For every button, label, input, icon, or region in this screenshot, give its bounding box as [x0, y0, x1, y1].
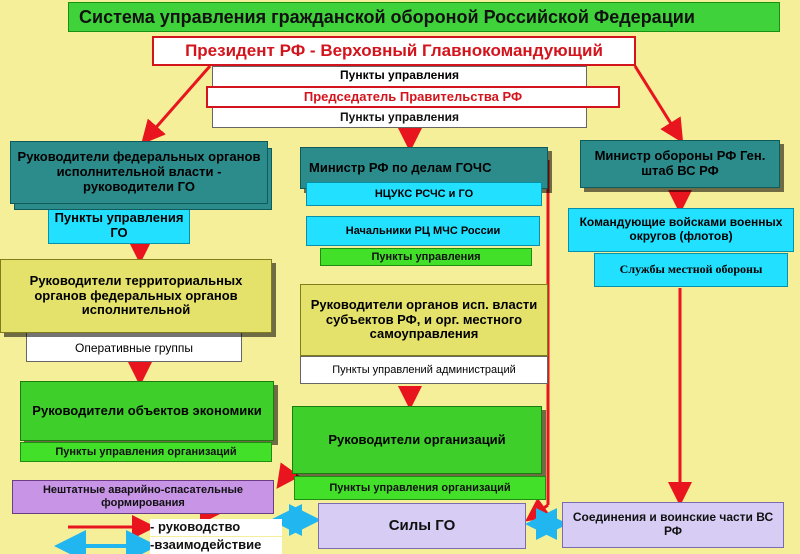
- federal-heads-box: Руководители федеральных органов исполни…: [10, 141, 268, 204]
- rescue-text: Нештатные аварийно-спасательные формиров…: [42, 484, 244, 509]
- territorial-heads-box: Руководители территориальных органов фед…: [0, 259, 272, 333]
- defense-minister-text: Министр обороны РФ Ген. штаб ВС РФ: [594, 148, 766, 178]
- rescue-box: Нештатные аварийно-спасательные формиров…: [12, 480, 274, 514]
- org-heads-box: Руководители организаций: [292, 406, 542, 474]
- chairman-text: Председатель Правительства РФ: [303, 88, 523, 104]
- forces-go-box: Силы ГО: [318, 503, 526, 549]
- title-text: Система управления гражданской обороной …: [79, 6, 695, 27]
- legend-interaction-text: -взаимодействие: [150, 537, 262, 553]
- local-defense-box: Службы местной обороны: [594, 253, 788, 287]
- military-units-box: Соединения и воинские части ВС РФ: [562, 502, 784, 548]
- mchs-minister-text: Министр РФ по делам ГОЧС: [309, 159, 492, 175]
- forces-go-text: Силы ГО: [388, 517, 456, 535]
- local-defense-text: Службы местной обороны: [619, 262, 763, 277]
- territorial-heads-text: Руководители территориальных органов фед…: [29, 272, 243, 318]
- pu-org-left-box: Пункты управления организаций: [20, 442, 272, 462]
- pu-org-mid-text: Пункты управления организаций: [329, 481, 511, 494]
- op-groups-box: Оперативные группы: [26, 330, 242, 362]
- district-commanders-text: Командующие войсками военных округов (фл…: [579, 215, 783, 243]
- legend-command-text: - руководство: [150, 519, 241, 535]
- ntsuks-text: НЦУКС РСЧС и ГО: [374, 187, 474, 200]
- federal-heads-text: Руководители федеральных органов исполни…: [17, 149, 261, 194]
- defense-minister-box: Министр обороны РФ Ген. штаб ВС РФ: [580, 140, 780, 188]
- pu-top2: Пункты управления: [212, 108, 587, 128]
- subject-heads-box: Руководители органов исп. власти субъект…: [300, 284, 548, 356]
- district-commanders-box: Командующие войсками военных округов (фл…: [568, 208, 794, 252]
- rc-heads-text: Начальники РЦ МЧС России: [345, 224, 501, 237]
- econ-heads-box: Руководители объектов экономики: [20, 381, 274, 441]
- pu-top2-text: Пункты управления: [340, 110, 459, 125]
- econ-heads-text: Руководители объектов экономики: [32, 402, 262, 418]
- president-text: Президент РФ - Верховный Главнокомандующ…: [185, 41, 603, 61]
- pu-org-mid-box: Пункты управления организаций: [294, 476, 546, 500]
- pu-mid-box: Пункты управления: [320, 248, 532, 266]
- rc-heads-box: Начальники РЦ МЧС России: [306, 216, 540, 246]
- chairman-box: Председатель Правительства РФ: [206, 86, 620, 108]
- pu-admin-box: Пункты управлений администраций: [300, 356, 548, 384]
- legend-interaction: -взаимодействие: [150, 537, 282, 554]
- pu-go-text: Пункты управления ГО: [54, 210, 184, 240]
- pu-mid-text: Пункты управления: [371, 250, 481, 263]
- op-groups-text: Оперативные группы: [75, 341, 193, 356]
- org-heads-text: Руководители организаций: [328, 431, 506, 447]
- pu-admin-text: Пункты управлений администраций: [332, 363, 516, 376]
- military-units-text: Соединения и воинские части ВС РФ: [572, 510, 774, 538]
- president-box: Президент РФ - Верховный Главнокомандующ…: [152, 36, 636, 66]
- diagram-title: Система управления гражданской обороной …: [68, 2, 780, 32]
- pu-org-left-text: Пункты управления организаций: [55, 445, 237, 458]
- pu-top-text: Пункты управления: [340, 68, 459, 82]
- ntsuks-box: НЦУКС РСЧС и ГО: [306, 182, 542, 206]
- legend-command: - руководство: [150, 519, 282, 536]
- subject-heads-text: Руководители органов исп. власти субъект…: [310, 296, 538, 342]
